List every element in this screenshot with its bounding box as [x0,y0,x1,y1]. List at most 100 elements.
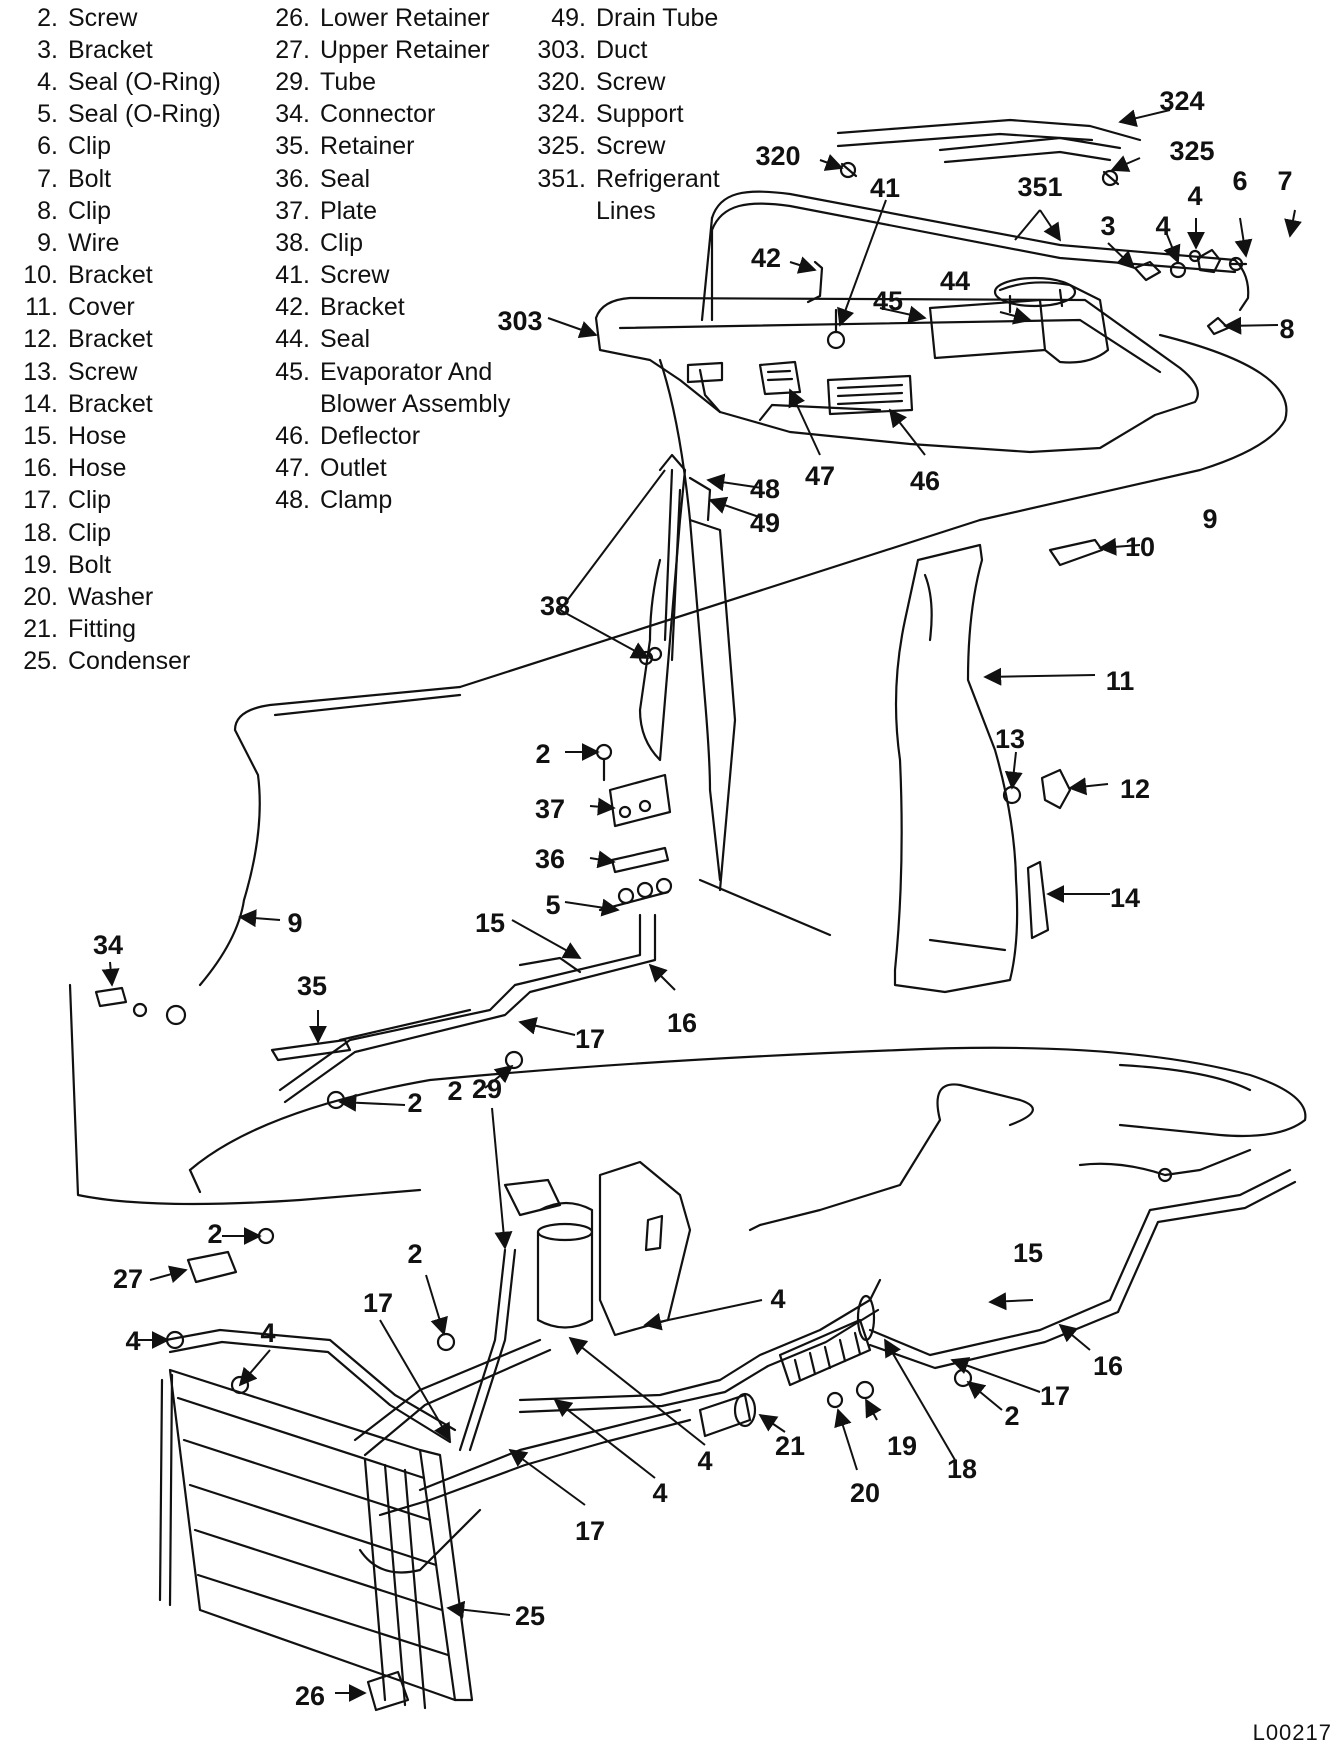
retainer-35 [270,1038,352,1062]
legend-item: 13.Screw [10,356,221,388]
legend-item-number: 49. [551,3,586,32]
legend-item-number: 48. [275,486,310,515]
callout-number: 29 [472,1074,502,1104]
legend-item-label: Plate [320,196,377,225]
callout-number: 19 [887,1431,917,1461]
legend-item: 324.Support [514,99,720,131]
callout-number: 14 [1110,883,1140,913]
legend-item-label: Seal [320,325,371,354]
legend-item: 45.Evaporator And [262,356,510,388]
callout-number: 34 [93,930,123,960]
legend-item: 46. Deflector [262,420,510,452]
legend-item-number: 21. [23,615,58,644]
callout-number: 324 [1159,86,1204,116]
legend-item-label: Wire [68,228,120,257]
outlet-47 [758,360,802,396]
bracket-42 [806,260,824,304]
legend-item-label: Deflector [320,422,421,451]
legend-item-number: 25. [23,647,58,676]
legend-item-number: 10. [23,261,58,290]
misc-screws [165,1050,973,1395]
legend-item-label: Clip [68,132,112,161]
legend-item: 5.Seal (O-Ring) [10,99,221,131]
legend-item-label: Clamp [320,486,393,515]
legend-item-label: Outlet [320,454,387,483]
legend-item-number: 8. [37,196,58,225]
callout-number: 4 [697,1446,712,1476]
legend-item: 4.Seal (O-Ring) [10,66,221,98]
callout-number: 49 [750,508,780,538]
callout-number: 15 [1013,1238,1043,1268]
deflector-46 [826,374,914,416]
legend-item-number: 34. [275,100,310,129]
legend-item: 10. Bracket [10,260,221,292]
legend-item: 325.Screw [514,131,720,163]
legend-item-label: Tube [320,67,377,96]
figure-id: L00217 [1252,1720,1332,1745]
lower-refrigerant-lines [164,1248,882,1574]
callout-number: 4 [652,1478,667,1508]
plate-37 [608,773,672,828]
legend-item-number: 27. [275,35,310,64]
legend-item: 6. Clip [10,131,221,163]
legend-item-number: 46. [275,422,310,451]
legend-item: 34.Connector [262,99,510,131]
callout-number: 11 [1106,666,1135,696]
refrigerant-lines-351 [700,190,1250,322]
legend-item-label: Screw [320,261,390,290]
callout-number: 4 [125,1326,140,1356]
legend-item: 14. Bracket [10,388,221,420]
callout-number: 2 [447,1076,462,1106]
legend-item-number: 14. [23,389,58,418]
legend-item-label: Upper Retainer [320,35,490,64]
callout-number: 7 [1277,166,1292,196]
legend-item-number: 15. [23,422,58,451]
wire-harness-9 [198,333,1288,987]
callout-number: 16 [667,1008,697,1038]
legend-item-label: Bolt [68,550,112,579]
legend-item-label: Lines [596,196,656,225]
legend-item-label: Washer [68,582,154,611]
legend-item-number: 6. [37,132,58,161]
legend-item-number: 29. [275,67,310,96]
hoses-15-16 [278,913,657,1104]
legend-item-number: 351. [537,164,586,193]
callout-number: 5 [545,890,560,920]
legend-item: 44. Seal [262,324,510,356]
callout-number: 4 [770,1284,785,1314]
legend-item: 38.Clip [262,227,510,259]
hoses-15-16-right [868,1168,1297,1370]
callout-number: 6 [1232,166,1247,196]
legend-item: 27. Upper Retainer [262,34,510,66]
legend-item-number: 44. [275,325,310,354]
callout-number: 4 [1155,211,1170,241]
legend-item-number: 42. [275,293,310,322]
legend-item-label: Bracket [68,261,153,290]
legend-item-label: Seal (O-Ring) [68,100,221,129]
seal-36 [610,846,670,874]
muffler-hose-18 [778,1294,876,1387]
legend-item-number: 9. [37,228,58,257]
condenser-25 [158,1368,474,1710]
legend-item-label: Retainer [320,132,415,161]
callout-number: 21 [775,1431,805,1461]
legend-item-number: 17. [23,486,58,515]
legend-item: 20.Washer [10,581,221,613]
screw-2-upper [595,743,613,782]
callout-number: 2 [1004,1401,1019,1431]
legend-item-label: Bracket [68,389,153,418]
legend-item: 35.Retainer [262,131,510,163]
o-rings-5 [598,877,673,912]
legend-item: 18.Clip [10,517,221,549]
legend-item-number: 19. [23,550,58,579]
legend-item: 3.Bracket [10,34,221,66]
legend-item-label: Support [596,100,684,129]
legend-item-number: 3. [37,35,58,64]
callout-number: 44 [940,266,970,296]
legend-item-number: 7. [37,164,58,193]
legend-item: 9. Wire [10,227,221,259]
callout-number: 2 [207,1219,222,1249]
legend-item: 19. Bolt [10,549,221,581]
legend-item-number: 2. [37,3,58,32]
